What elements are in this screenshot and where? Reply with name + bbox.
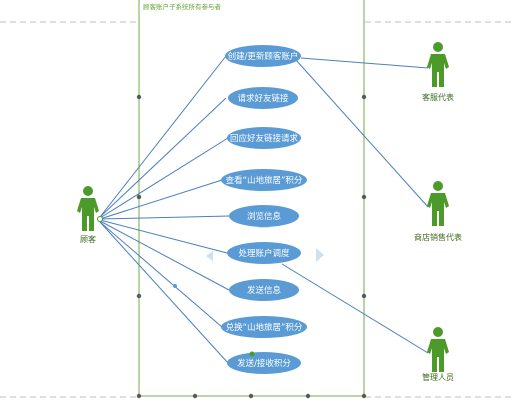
use-case[interactable]: 查看“山地旅居”积分 bbox=[221, 169, 307, 191]
use-case-label: 查看“山地旅居”积分 bbox=[226, 175, 303, 186]
actor[interactable]: 管理人员 bbox=[422, 327, 454, 382]
use-case[interactable]: 处理账户调度 bbox=[227, 242, 301, 264]
actor-label: 管理人员 bbox=[422, 372, 454, 382]
actor-body bbox=[427, 54, 449, 87]
use-case-ellipse[interactable] bbox=[227, 352, 301, 374]
actor-head bbox=[433, 327, 443, 337]
guide-lines bbox=[0, 21, 515, 398]
use-case[interactable]: 创建/更新顾客账户 bbox=[225, 45, 301, 67]
association-line[interactable] bbox=[99, 97, 227, 218]
connection-point[interactable] bbox=[97, 216, 103, 222]
actor-head bbox=[83, 186, 93, 196]
association-links bbox=[99, 55, 429, 364]
association-line[interactable] bbox=[300, 57, 429, 69]
association-line[interactable] bbox=[281, 263, 429, 354]
actor[interactable]: 客服代表 bbox=[422, 42, 454, 102]
use-case-ellipse[interactable] bbox=[221, 169, 307, 191]
use-case[interactable]: 发送信息 bbox=[229, 279, 299, 301]
use-case[interactable]: 发送/接收积分 bbox=[227, 352, 301, 374]
use-case-ellipse[interactable] bbox=[229, 279, 299, 301]
use-case-group: 创建/更新顾客账户请求好友链接回应好友链接请求查看“山地旅居”积分浏览信息处理账… bbox=[221, 45, 307, 374]
use-case-ellipse[interactable] bbox=[221, 316, 307, 338]
actor-head bbox=[433, 181, 443, 191]
use-case-ellipse[interactable] bbox=[225, 45, 301, 67]
use-case[interactable]: 回应好友链接请求 bbox=[227, 127, 301, 149]
association-line[interactable] bbox=[99, 221, 223, 328]
association-line[interactable] bbox=[99, 137, 229, 219]
association-line[interactable] bbox=[295, 59, 429, 208]
use-case-label: 兑换“山地旅居”积分 bbox=[226, 322, 303, 333]
use-case-ellipse[interactable] bbox=[228, 87, 298, 109]
actor-body bbox=[427, 193, 449, 226]
association-line[interactable] bbox=[99, 220, 230, 291]
actor[interactable]: 顾客 bbox=[77, 186, 99, 244]
actor-head bbox=[433, 42, 443, 52]
connection-point[interactable] bbox=[173, 284, 177, 288]
use-case[interactable]: 兑换“山地旅居”积分 bbox=[221, 316, 307, 338]
use-case-label: 处理账户调度 bbox=[238, 248, 290, 259]
actor-body bbox=[427, 339, 449, 372]
actor-label: 商店销售代表 bbox=[414, 232, 462, 242]
use-case-label: 浏览信息 bbox=[247, 211, 282, 222]
use-case[interactable]: 请求好友链接 bbox=[228, 87, 298, 109]
association-line[interactable] bbox=[99, 219, 228, 254]
connection-point[interactable] bbox=[249, 351, 255, 357]
use-case-label: 请求好友链接 bbox=[237, 93, 289, 104]
use-case-label: 创建/更新顾客账户 bbox=[228, 51, 299, 62]
actor[interactable]: 商店销售代表 bbox=[414, 181, 462, 242]
actor-label: 客服代表 bbox=[422, 92, 454, 102]
use-case-ellipse[interactable] bbox=[229, 205, 299, 227]
actor-label: 顾客 bbox=[80, 234, 96, 244]
use-case[interactable]: 浏览信息 bbox=[229, 205, 299, 227]
use-case-label: 发送信息 bbox=[247, 285, 282, 296]
use-case-ellipse[interactable] bbox=[227, 242, 301, 264]
association-line[interactable] bbox=[99, 215, 231, 220]
system-title: 顾客账户子系统所有参与者 bbox=[143, 2, 222, 11]
association-line[interactable] bbox=[99, 221, 229, 364]
actor-body bbox=[77, 198, 99, 231]
selection-handles[interactable] bbox=[136, 94, 367, 399]
use-case-label: 发送/接收积分 bbox=[237, 358, 291, 369]
association-line[interactable] bbox=[99, 55, 227, 218]
use-case-ellipse[interactable] bbox=[227, 127, 301, 149]
association-line[interactable] bbox=[99, 179, 223, 220]
use-case-label: 回应好友链接请求 bbox=[230, 133, 299, 144]
